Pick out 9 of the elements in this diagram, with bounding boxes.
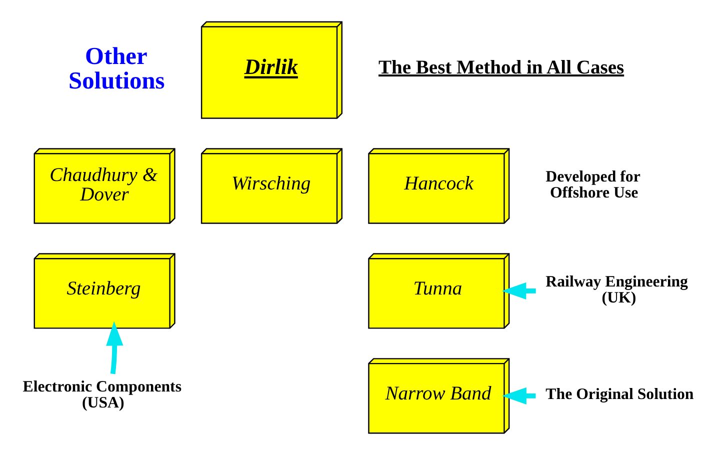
node-text: The Original Solution bbox=[546, 386, 694, 403]
arrow bbox=[502, 387, 536, 404]
label: The Best Method in All Cases bbox=[378, 58, 624, 78]
label: Other Solutions bbox=[68, 42, 165, 94]
arrow bbox=[106, 321, 124, 374]
node-text: Railway Engineering (UK) bbox=[546, 274, 688, 306]
label: Developed for Offshore Use bbox=[546, 168, 640, 202]
node-text: Electronic Components (USA) bbox=[22, 378, 182, 412]
arrow bbox=[502, 282, 536, 300]
